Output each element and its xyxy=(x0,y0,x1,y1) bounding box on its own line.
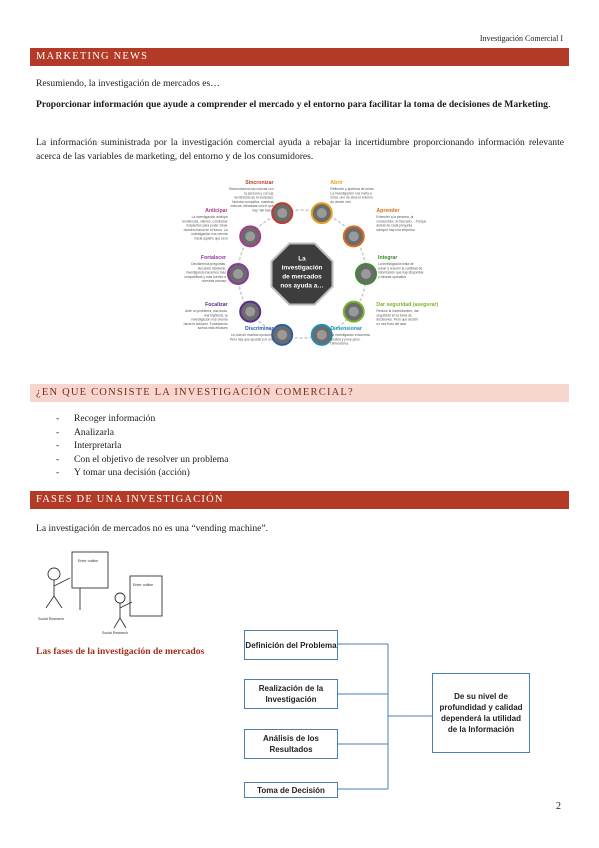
infographic-photo-icon xyxy=(316,208,327,219)
infographic-node-text: La investigación encuentra,analiza y pon… xyxy=(330,333,370,346)
list-item: Y tomar una decisión (acción) xyxy=(56,466,229,480)
infographic-node-title: Focalizar xyxy=(205,302,228,308)
definition-bold: Proporcionar información que ayude a com… xyxy=(36,99,548,110)
infographic-photo-icon xyxy=(348,231,359,242)
infographic-node-text: Reflexión y apertura de miras.La investi… xyxy=(330,187,374,204)
vending-machine-cartoon: Enter outline Enter outline Social Resea… xyxy=(38,551,163,635)
infographic-photo-icon xyxy=(277,208,288,219)
infographic-photo-icon xyxy=(316,329,327,340)
infographic-node-title: Dar seguridad (asegurar) xyxy=(376,302,438,308)
section-band-consiste: ¿EN QUE CONSISTE LA INVESTIGACIÓN COMERC… xyxy=(30,384,569,402)
section-title: ¿EN QUE CONSISTE LA INVESTIGACIÓN COMERC… xyxy=(36,387,354,398)
phases-flow-diagram: Definición del Problema Realización de l… xyxy=(240,628,540,800)
section-title: MARKETING NEWS xyxy=(36,51,149,62)
list-item: Interpretarla xyxy=(56,439,229,453)
flow-step-definition: Definición del Problema xyxy=(244,630,338,660)
phases-label: Las fases de la investigación de mercado… xyxy=(36,646,205,657)
section-band-fases: FASES DE UNA INVESTIGACIÓN xyxy=(30,491,569,509)
caption-left: Social Research xyxy=(38,617,64,621)
infographic-node-title: Aprender xyxy=(376,208,399,214)
infographic-photo-icon xyxy=(348,306,359,317)
flow-result-box: De su nivel de profundidad y calidad dep… xyxy=(432,673,530,753)
infographic-photo-icon xyxy=(277,329,288,340)
infographic-node-title: Anticipar xyxy=(205,208,227,214)
sign-top-text: Enter outline xyxy=(78,559,98,563)
flow-connectors xyxy=(338,643,432,790)
flow-step-research: Realización de la Investigación xyxy=(244,679,338,709)
body-paragraph: La información suministrada por la inves… xyxy=(36,137,564,162)
list-item: Con el objetivo de resolver un problema xyxy=(56,453,229,467)
caption-right: Social Research xyxy=(102,631,128,635)
infographic-node-text: Decidiremos preguntas,lanzando hipótesis… xyxy=(184,262,226,283)
infographic-node-title: Sincronizar xyxy=(245,180,273,186)
list-item: Analizarla xyxy=(56,426,229,440)
definition-paragraph: Proporcionar información que ayude a com… xyxy=(36,99,551,110)
flow-step-analysis: Análisis de los Resultados xyxy=(244,729,338,759)
infographic-photo-icon xyxy=(233,269,243,279)
fases-intro: La investigación de mercados no es una “… xyxy=(36,523,269,534)
infographic-node-title: Fortalecer xyxy=(201,255,226,261)
intro-text: Resumiendo, la investigación de mercados… xyxy=(36,78,220,89)
machine-sign-top xyxy=(71,551,109,589)
infographic-node-text: La vida de muchas opciones.Pero hay que … xyxy=(230,333,274,341)
flow-step-decision: Toma de Decisión xyxy=(244,782,338,798)
section-title: FASES DE UNA INVESTIGACIÓN xyxy=(36,494,224,505)
infographic-node-title: Abrir xyxy=(330,180,342,186)
infographic-photo-icon xyxy=(361,269,371,279)
infographic-center-octagon xyxy=(270,242,334,306)
infographic-node-title: Integrar xyxy=(378,255,397,261)
infographic-node-title: Dimensionar xyxy=(330,326,361,332)
infographic-node-text: Ante un problema, una duda,una hipótesis… xyxy=(184,309,228,330)
machine-sign-bottom xyxy=(129,575,163,617)
consiste-list: Recoger información Analizarla Interpret… xyxy=(56,412,229,480)
infographic-photo-icon xyxy=(245,306,256,317)
page-number: 2 xyxy=(556,801,561,812)
infographic-node-title: Discriminar xyxy=(245,326,274,332)
sign-bottom-text: Enter outline xyxy=(133,583,153,587)
infographic-photo-icon xyxy=(245,231,256,242)
list-item: Recoger información xyxy=(56,412,229,426)
section-band-marketing-news: MARKETING NEWS xyxy=(30,48,569,66)
running-title: Investigación Comercial I xyxy=(479,34,563,43)
